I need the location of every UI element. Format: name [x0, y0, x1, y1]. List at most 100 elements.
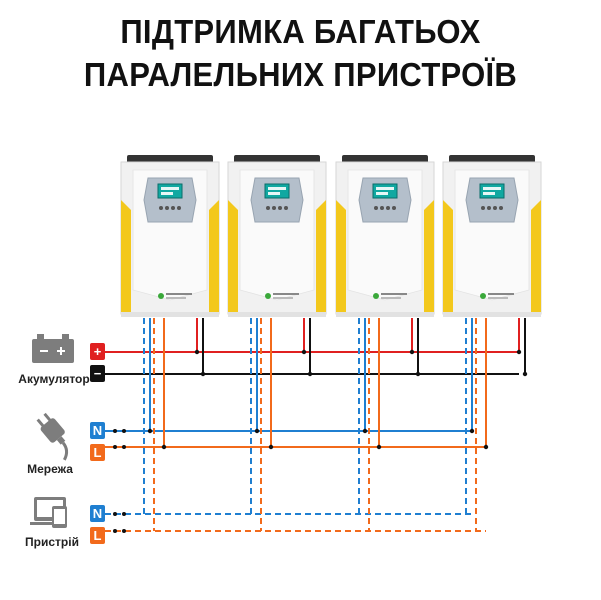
leaf-logo-icon — [373, 293, 379, 299]
devices-icon — [30, 497, 67, 528]
junction-dot — [194, 349, 200, 355]
battery-icon — [32, 334, 74, 363]
device-bottom — [121, 312, 219, 317]
control-button — [272, 206, 276, 210]
wires — [105, 318, 528, 533]
control-button — [177, 206, 181, 210]
battery-source: Акумулятор + − — [18, 334, 105, 386]
inverter-2 — [227, 155, 327, 317]
control-button — [284, 206, 288, 210]
terminal-dot — [122, 529, 126, 533]
lcd-screen — [479, 183, 505, 199]
device-side-panel-left — [443, 200, 453, 312]
junction-dot — [254, 428, 260, 434]
device-bottom — [228, 312, 326, 317]
control-button — [499, 206, 503, 210]
title-line-2: ПАРАЛЕЛЬНИХ ПРИСТРОЇВ — [83, 56, 518, 93]
lcd-segment — [161, 192, 173, 195]
load-label: Пристрій — [25, 535, 79, 549]
inverter-1 — [120, 155, 220, 317]
battery-label: Акумулятор — [18, 372, 89, 386]
leaf-logo-icon — [265, 293, 271, 299]
junction-dot — [268, 444, 274, 450]
device-side-panel-right — [316, 200, 326, 312]
device-bottom — [443, 312, 541, 317]
device-side-panel-left — [228, 200, 238, 312]
grid-source: Мережа N L — [27, 412, 105, 476]
brand-text-mark — [488, 293, 514, 295]
brand-text-mark — [488, 297, 508, 299]
lcd-segment — [268, 192, 280, 195]
control-button — [171, 206, 175, 210]
control-button — [386, 206, 390, 210]
grid-line-terminal: L — [90, 444, 105, 461]
junction-dot — [469, 428, 475, 434]
grid-neutral-terminal: N — [90, 422, 105, 439]
lcd-screen — [157, 183, 183, 199]
display-panel — [358, 177, 412, 223]
device-side-panel-left — [336, 200, 346, 312]
lcd-segment — [483, 192, 495, 195]
junction-dot — [483, 444, 489, 450]
brand-text-mark — [273, 293, 299, 295]
display-panel — [250, 177, 304, 223]
control-button — [266, 206, 270, 210]
leaf-logo-icon — [480, 293, 486, 299]
title-line-1: ПІДТРИМКА БАГАТЬОХ — [120, 13, 481, 50]
brand-text-mark — [166, 297, 186, 299]
display-panel — [465, 177, 519, 223]
junction-dot — [362, 428, 368, 434]
battery-negative-terminal: − — [90, 365, 105, 382]
page-title: ПІДТРИМКА БАГАТЬОХ ПАРАЛЕЛЬНИХ ПРИСТРОЇВ — [18, 10, 583, 96]
control-button — [481, 206, 485, 210]
junction-dot — [147, 428, 153, 434]
display-panel — [143, 177, 197, 223]
control-button — [392, 206, 396, 210]
lcd-segment — [376, 187, 394, 190]
junction-dot — [200, 371, 206, 377]
leaf-logo-icon — [158, 293, 164, 299]
control-button — [493, 206, 497, 210]
control-button — [159, 206, 163, 210]
l-label: L — [94, 445, 102, 460]
terminal-dot — [113, 445, 117, 449]
load-line-terminal: L — [90, 527, 105, 544]
load-neutral-terminal: N — [90, 505, 105, 522]
control-button — [487, 206, 491, 210]
brand-text-mark — [381, 297, 401, 299]
device-side-panel-right — [424, 200, 434, 312]
control-button — [374, 206, 378, 210]
junction-dot — [301, 349, 307, 355]
junction-dot — [409, 349, 415, 355]
control-button — [278, 206, 282, 210]
terminal-dot — [113, 529, 117, 533]
lcd-segment — [161, 187, 179, 190]
battery-positive-terminal: + — [90, 343, 105, 360]
minus-sign: − — [94, 366, 102, 381]
terminal-dot — [122, 512, 126, 516]
terminal-dot — [113, 512, 117, 516]
grid-label: Мережа — [27, 462, 73, 476]
junction-dot — [516, 349, 522, 355]
control-button — [380, 206, 384, 210]
brand-text-mark — [166, 293, 192, 295]
terminal-dot — [122, 429, 126, 433]
device-side-panel-right — [209, 200, 219, 312]
brand-text-mark — [381, 293, 407, 295]
control-button — [165, 206, 169, 210]
junction-dot — [522, 371, 528, 377]
n-label: N — [93, 423, 102, 438]
terminal-dot — [122, 445, 126, 449]
load-source: Пристрій N L — [25, 497, 105, 549]
lcd-screen — [372, 183, 398, 199]
lcd-segment — [483, 187, 501, 190]
junction-dot — [376, 444, 382, 450]
terminal-dot — [113, 429, 117, 433]
junction-dot — [161, 444, 167, 450]
device-side-panel-right — [531, 200, 541, 312]
device-bottom — [336, 312, 434, 317]
inverter-4 — [442, 155, 542, 317]
lcd-screen — [264, 183, 290, 199]
n-label: N — [93, 506, 102, 521]
